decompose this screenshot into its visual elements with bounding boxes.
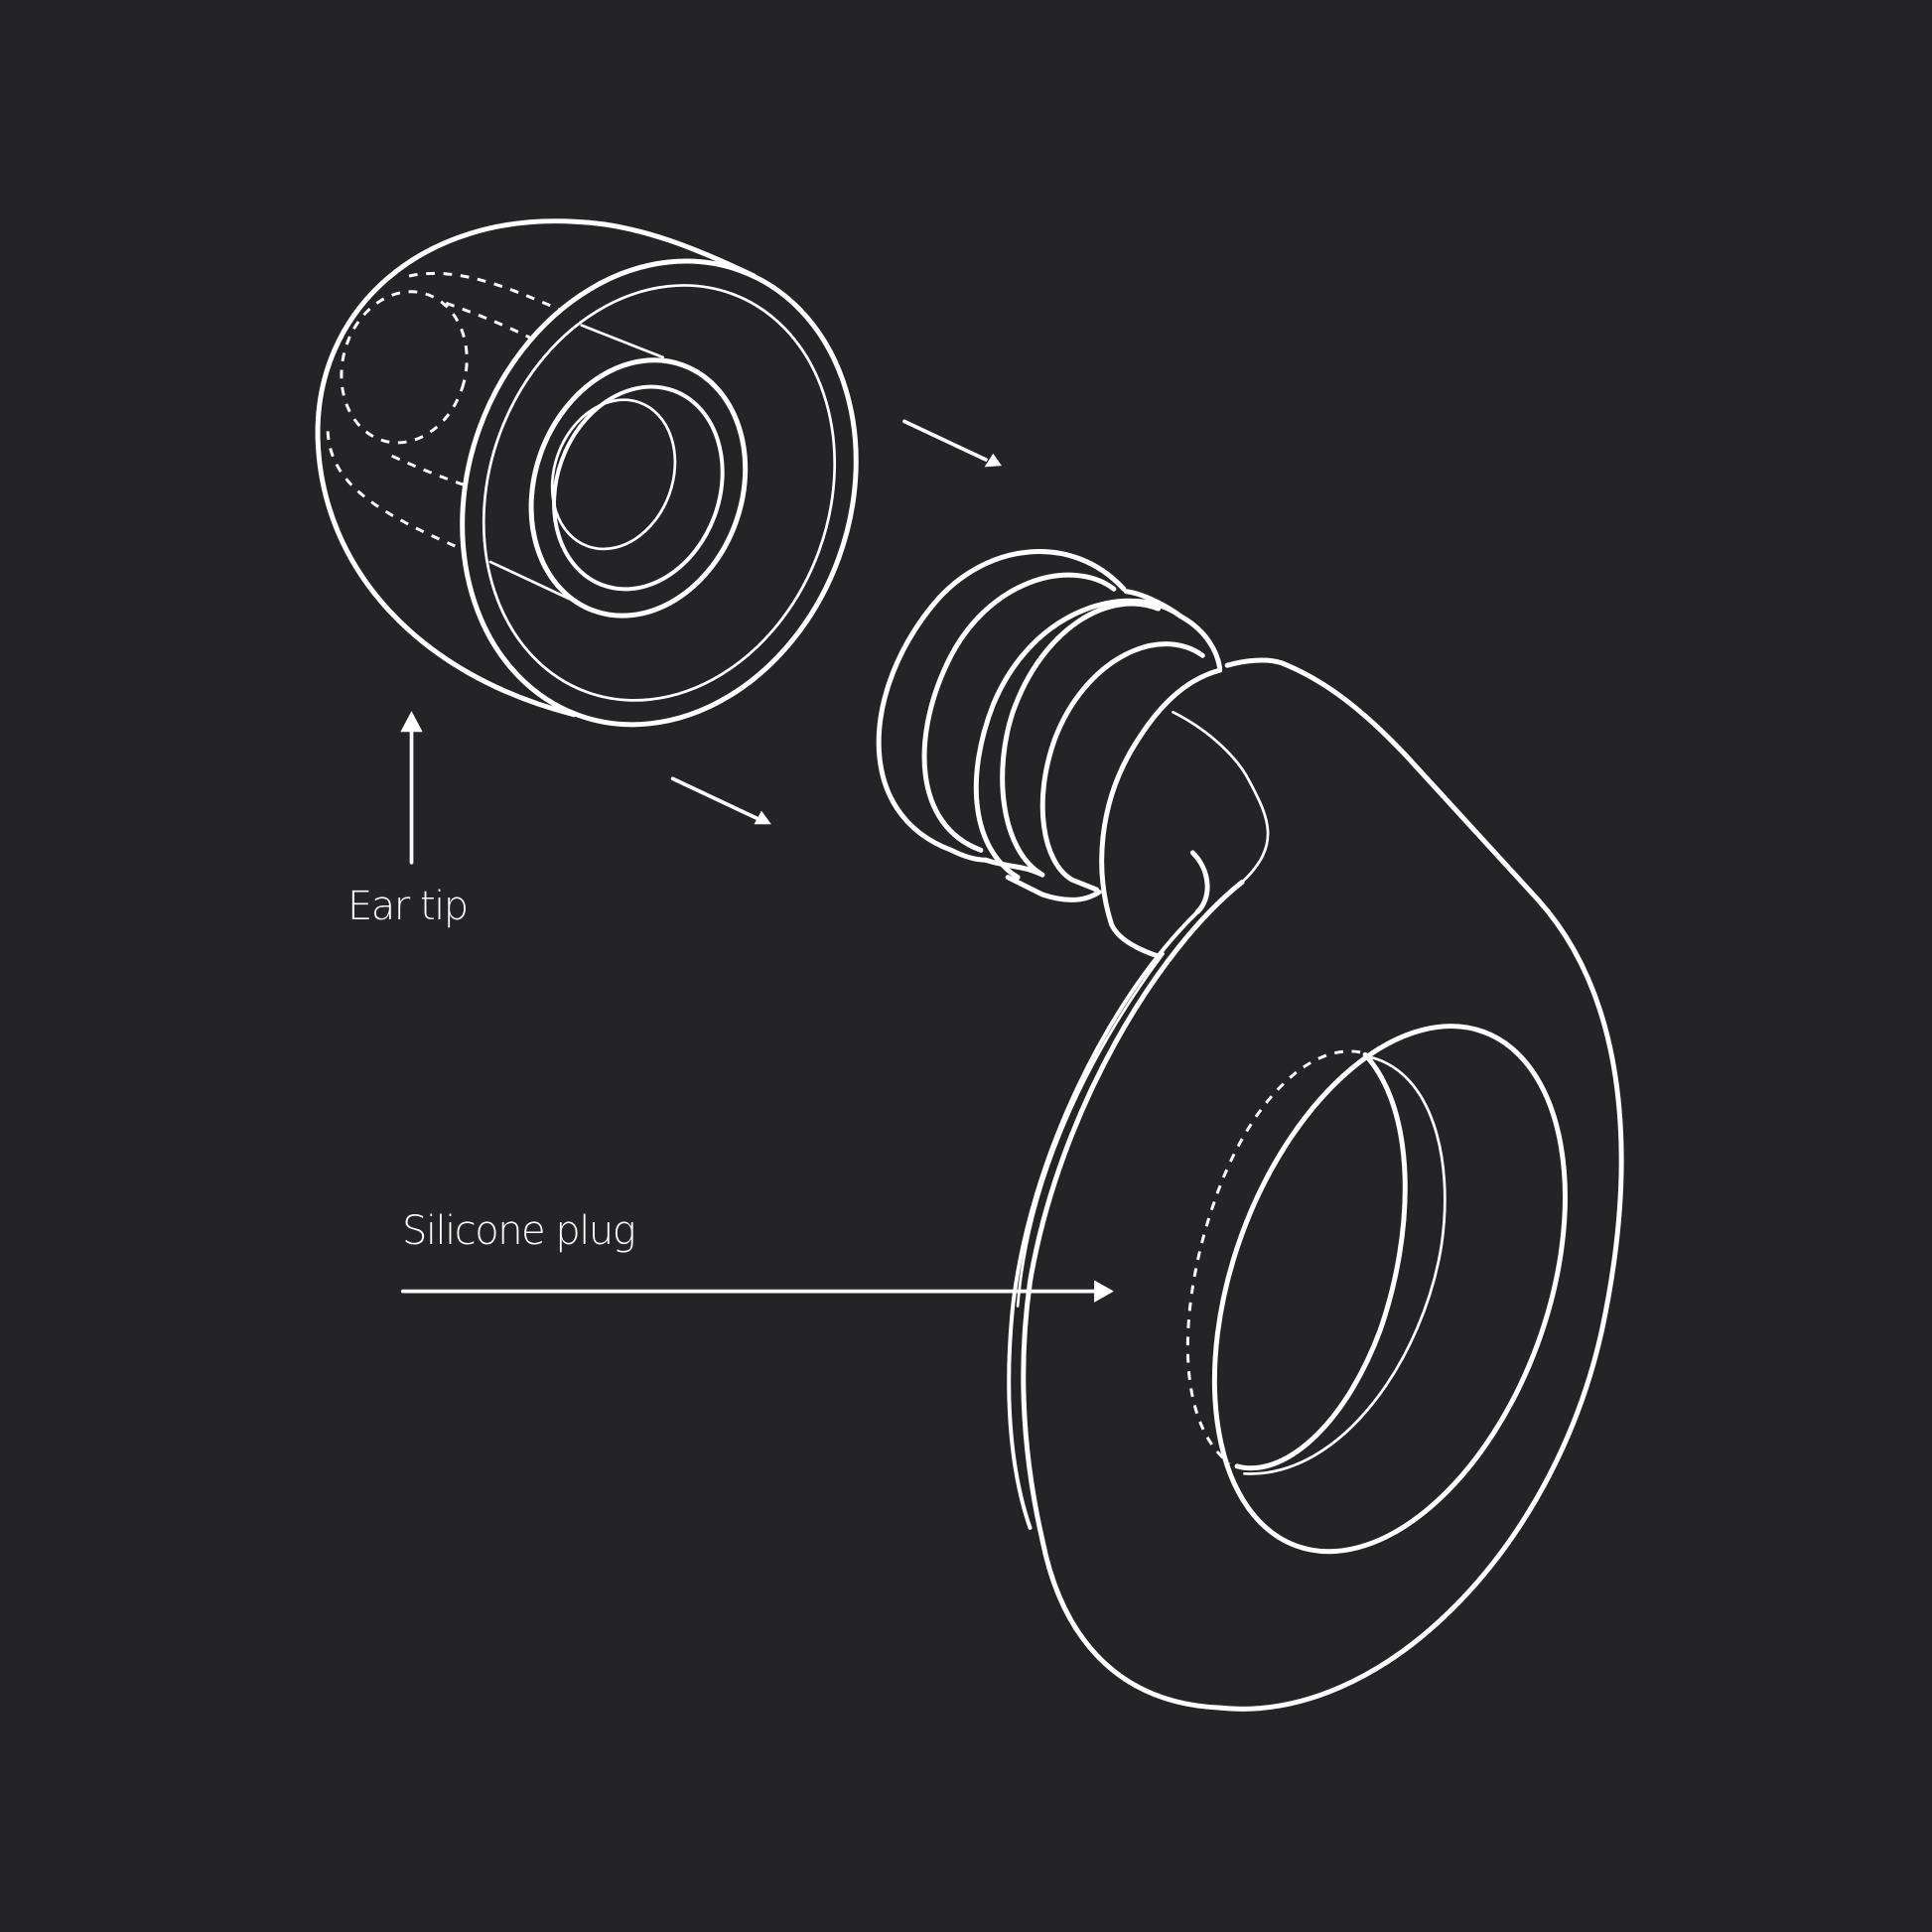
assembly-arrow-upper [902, 419, 1002, 468]
assembly-arrow-lower [670, 776, 771, 825]
ear-tip-label: Ear tip [347, 884, 469, 929]
silicone-plug-label: Silicone plug [402, 1208, 636, 1254]
silicone-plug-icon [876, 549, 1624, 1712]
silicone-plug-pointer-arrow [400, 1280, 1114, 1303]
ear-tip-pointer-arrow [400, 711, 423, 865]
ear-tip-icon [315, 218, 859, 728]
